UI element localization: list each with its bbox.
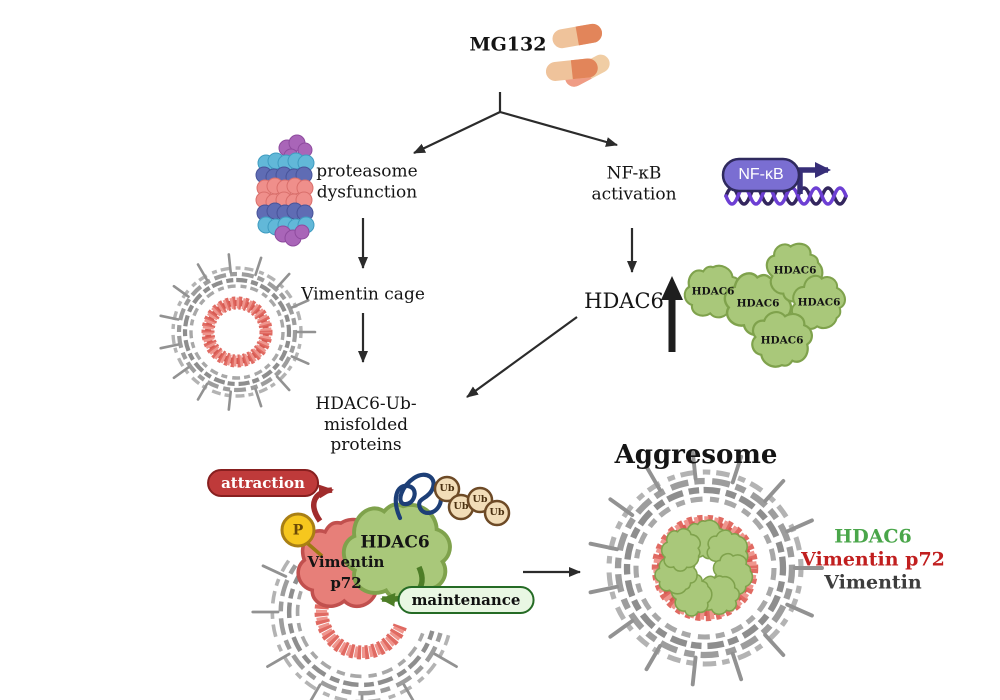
nfkb-activation-line1: NF-κB — [606, 163, 662, 184]
nfkb-pill-label: NF-κB — [738, 166, 784, 184]
legend-hdac6: HDAC6 — [834, 525, 912, 548]
ub-label: Ub — [472, 494, 488, 506]
proteasome-dysfunction-line2: dysfunction — [316, 182, 418, 202]
proteasome-icon — [255, 134, 315, 247]
attraction-tag: attraction — [207, 469, 319, 497]
aggresome-icon — [591, 452, 822, 685]
arrow-to-proteasome — [413, 111, 501, 154]
legend-vimentin: Vimentin — [824, 571, 922, 594]
hdac6-pool-blob-label: HDAC6 — [691, 285, 735, 298]
hdac6-ub-line2: misfolded — [323, 414, 409, 435]
flow-arrows — [358, 92, 637, 577]
phospho-icon: P — [280, 512, 316, 548]
vimentin-cage-icon — [161, 254, 315, 409]
arrow-hdac6-to-hdac6ub — [466, 316, 578, 398]
maintenance-tag: maintenance — [397, 586, 535, 614]
nfkb-gene-icon — [721, 157, 848, 206]
misfolded-protein-squiggle — [393, 472, 449, 521]
hdac6-node-label: HDAC6 — [584, 289, 664, 314]
aggresome-title: Aggresome — [614, 440, 778, 471]
transcription-arrow — [797, 162, 831, 194]
hdac6-pool-blob-label: HDAC6 — [760, 334, 804, 347]
phospho-connector — [304, 540, 324, 558]
arrow-to-nfkb — [499, 110, 618, 147]
ubiquitin-chain — [433, 475, 511, 527]
hdac6-pool-blob-label: HDAC6 — [773, 264, 817, 277]
ub-label: Ub — [489, 507, 505, 519]
vimentin-p72-line2: p72 — [330, 574, 362, 592]
hdac6-pool-blob-label: HDAC6 — [797, 296, 841, 309]
vimentin-cage-label: Vimentin cage — [301, 284, 425, 305]
hdac6-upregulation-arrow — [661, 276, 683, 352]
hdac6-ub-label: HDAC6-Ub- misfolded proteins — [315, 394, 416, 456]
open-vimentin-cage-icon — [251, 559, 473, 700]
hdac6-pool-blob-label: HDAC6 — [736, 297, 780, 310]
vimentin-p72-line1: Vimentin — [307, 553, 385, 571]
nfkb-activation-label: NF-κB activation — [591, 163, 676, 204]
ub-label: Ub — [439, 483, 455, 495]
proteasome-dysfunction-label: proteasome dysfunction — [316, 161, 417, 202]
capsule-pills-icon — [545, 23, 610, 87]
proteasome-dysfunction-line1: proteasome — [316, 161, 418, 182]
nfkb-pill — [721, 157, 801, 193]
legend-vimentin-p72: Vimentin p72 — [801, 548, 945, 571]
vimentin-p72-label: Vimentin p72 — [308, 552, 385, 594]
mg132-label: MG132 — [469, 33, 547, 56]
hdac6-ub-line3: proteins — [330, 435, 402, 456]
nfkb-activation-line2: activation — [591, 184, 677, 204]
attraction-arrow — [311, 484, 334, 523]
complex-hdac6-label: HDAC6 — [360, 532, 430, 553]
hdac6-ub-line1: HDAC6-Ub- — [315, 393, 417, 414]
ub-label: Ub — [453, 501, 469, 513]
